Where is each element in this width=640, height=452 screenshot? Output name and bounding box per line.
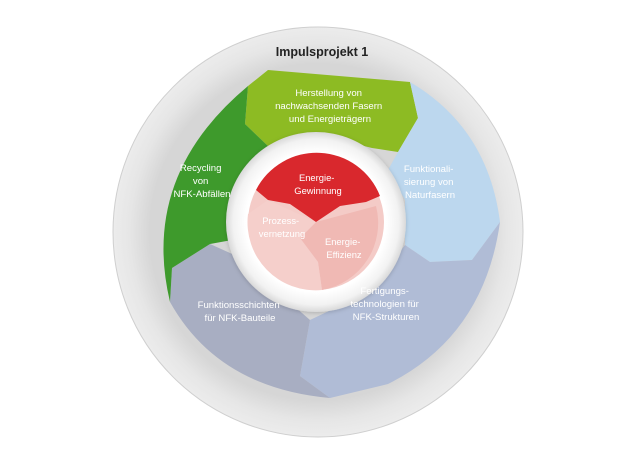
segment-recycling[interactable] <box>163 86 270 302</box>
label-fertigung: Fertigungs- technologien für NFK-Struktu… <box>351 286 422 323</box>
label-fertigung-line-1: Fertigungs- <box>360 286 409 297</box>
outer-wheel <box>163 70 500 398</box>
label-herstellung-line-1: Herstellung von <box>295 88 362 99</box>
label-funktionalisierung: Funktionali- sierung von Naturfasern <box>404 164 456 201</box>
label-fertigung-line-3: NFK-Strukturen <box>353 312 420 323</box>
label-funktionsschichten: Funktionsschichten für NFK-Bauteile <box>198 300 283 324</box>
label-recycling: Recycling von NFK-Abfällen <box>173 163 230 200</box>
label-prozessvernetzung: Prozess- vernetzung <box>259 215 305 239</box>
label-prozessvernetzung-line-1: Prozess- <box>262 215 299 226</box>
label-energie-gewinnung-line-1: Energie- <box>299 172 334 183</box>
label-energie-gewinnung: Energie- Gewinnung <box>294 172 341 196</box>
label-funktionsschichten-line-1: Funktionsschichten <box>198 300 280 311</box>
label-herstellung-line-3: und Energieträgern <box>289 114 371 125</box>
label-funktionalisierung-line-2: sierung von <box>404 177 454 188</box>
segment-energie-gewinnung[interactable] <box>256 152 380 222</box>
label-energie-effizienz: Energie- Effizienz <box>325 236 363 260</box>
label-energie-gewinnung-line-2: Gewinnung <box>294 185 341 196</box>
label-funktionalisierung-line-3: Naturfasern <box>405 190 455 201</box>
inner-wheel <box>247 152 384 291</box>
label-recycling-line-1: Recycling <box>180 163 222 174</box>
label-prozessvernetzung-line-2: vernetzung <box>259 228 305 239</box>
label-energie-effizienz-line-2: Effizienz <box>326 249 362 260</box>
segment-fertigung[interactable] <box>300 222 500 398</box>
label-herstellung: Herstellung von nachwachsenden Fasern un… <box>275 88 385 125</box>
label-recycling-line-2: von <box>193 176 208 187</box>
segment-prozessvernetzung[interactable] <box>247 200 322 291</box>
label-energie-effizienz-line-1: Energie- <box>325 236 360 247</box>
label-fertigung-line-2: technologien für <box>351 299 420 310</box>
label-herstellung-line-2: nachwachsenden Fasern <box>275 101 382 112</box>
segment-herstellung[interactable] <box>245 70 418 152</box>
segment-funktionalisierung[interactable] <box>388 82 500 262</box>
diagram-title: Impulsprojekt 1 <box>276 45 368 59</box>
label-recycling-line-3: NFK-Abfällen <box>173 189 230 200</box>
outer-ring-border <box>112 26 524 438</box>
segment-funktionsschichten[interactable] <box>170 244 330 398</box>
segment-energie-effizienz[interactable] <box>300 206 379 290</box>
label-funktionalisierung-line-1: Funktionali- <box>404 164 454 175</box>
label-funktionsschichten-line-2: für NFK-Bauteile <box>205 313 276 324</box>
